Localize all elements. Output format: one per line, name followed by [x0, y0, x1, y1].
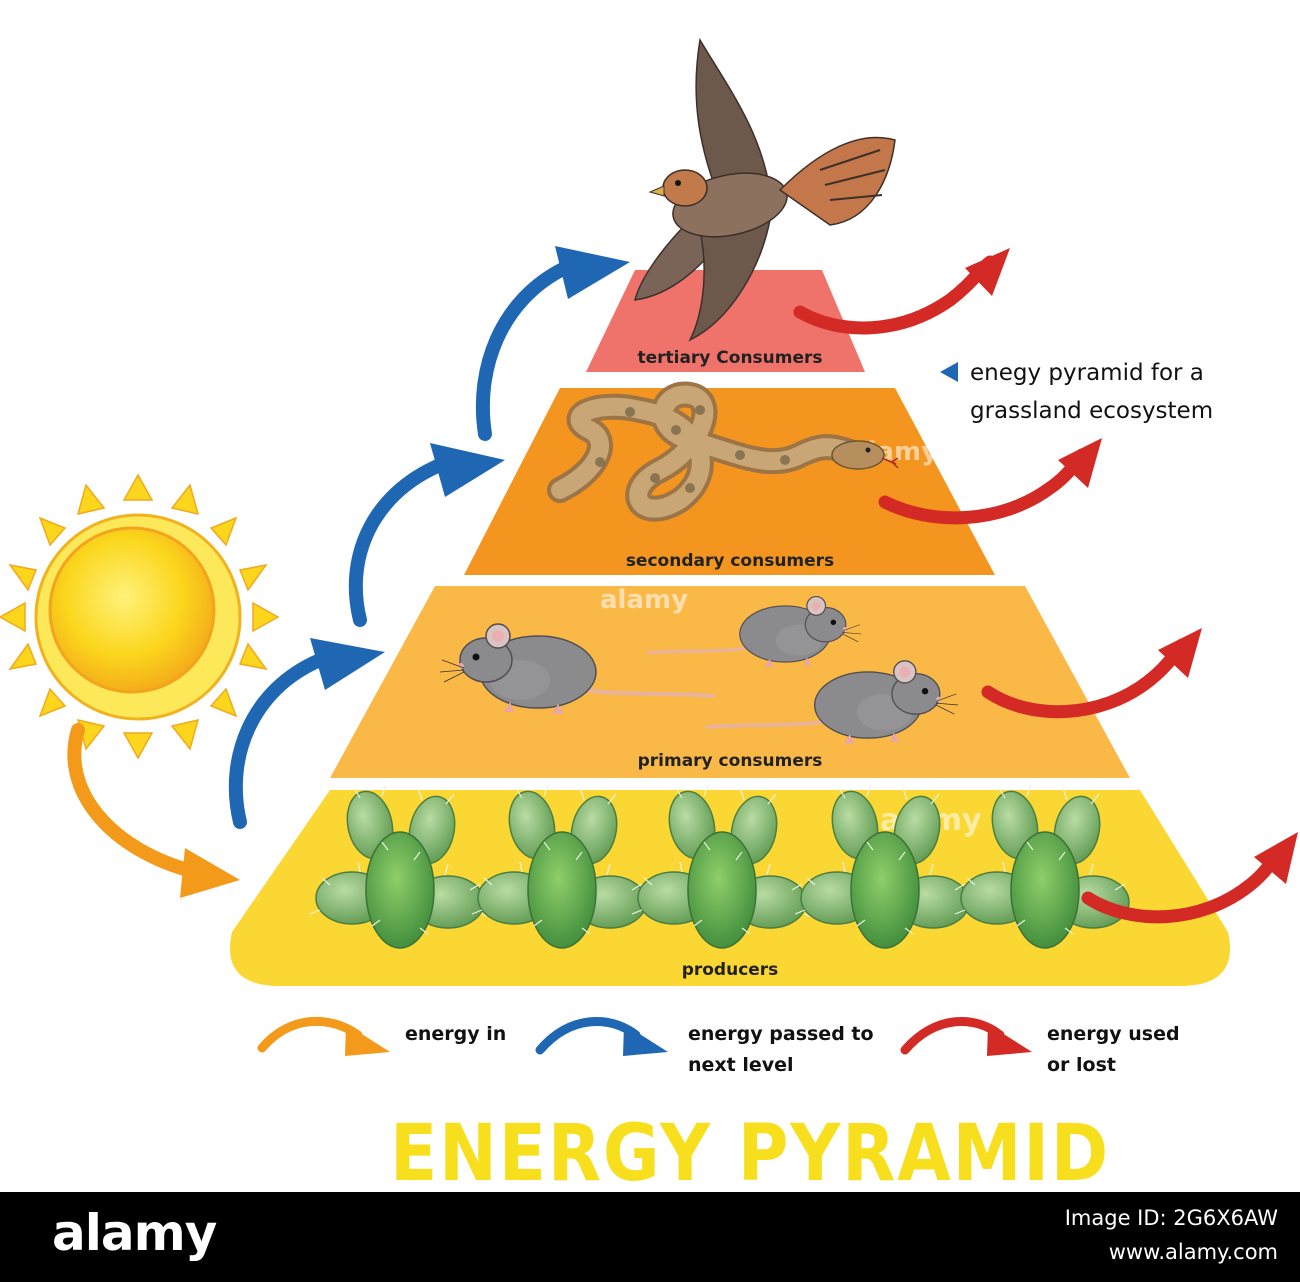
legend-energy-passed-arrow [540, 1021, 636, 1050]
level-label-tertiary: tertiary Consumers [637, 348, 822, 368]
legend: energy in energy passed to next level en… [262, 1021, 1180, 1076]
watermark-text-primary: alamy [600, 585, 688, 615]
level-label-primary: primary consumers [638, 751, 823, 771]
legend-energy-in-arrow [262, 1021, 358, 1048]
energy-in-arrow [74, 730, 240, 898]
source-url-text: www.alamy.com [1109, 1240, 1278, 1264]
watermark-footer: alamy Image ID: 2G6X6AW www.alamy.com [0, 1192, 1300, 1282]
sun-icon [0, 475, 278, 758]
level-secondary-band [464, 388, 995, 575]
legend-energy-used-label-1: energy used [1047, 1023, 1180, 1045]
image-id-text: Image ID: 2G6X6AW [1065, 1206, 1278, 1230]
legend-energy-passed-label-2: next level [688, 1054, 794, 1076]
level-primary-band [330, 586, 1130, 778]
alamy-logo: alamy [52, 1204, 216, 1262]
diagram-title: ENERGY PYRAMID [390, 1109, 1110, 1192]
legend-energy-passed-label-1: energy passed to [688, 1023, 874, 1045]
note-pointer-icon [940, 362, 958, 382]
level-label-secondary: secondary consumers [626, 551, 834, 571]
legend-energy-used-arrow [905, 1021, 1000, 1050]
legend-energy-in-label: energy in [405, 1023, 506, 1045]
legend-energy-used-label-2: or lost [1047, 1054, 1116, 1076]
note-line-1: enegy pyramid for a [970, 360, 1204, 386]
level-label-producers: producers [682, 960, 779, 980]
note-line-2: grassland ecosystem [970, 398, 1213, 424]
